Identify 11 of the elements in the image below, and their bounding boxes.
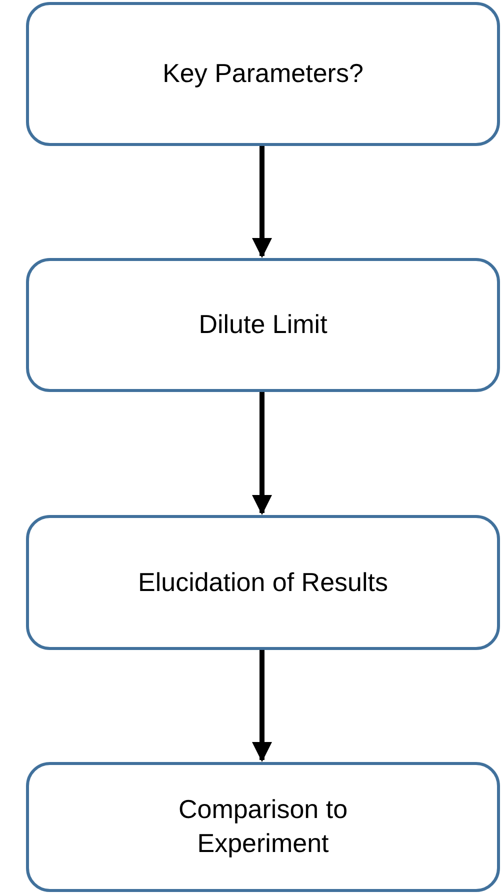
process-box xyxy=(26,258,500,392)
process-box xyxy=(26,515,500,650)
box-label: Dilute Limit xyxy=(198,308,328,342)
box-label: Comparison to Experiment xyxy=(177,793,349,860)
arrow xyxy=(252,146,272,258)
arrow xyxy=(252,392,272,515)
box-label: Elucidation of Results xyxy=(138,566,388,599)
process-box xyxy=(26,762,500,892)
process-box xyxy=(26,2,500,146)
box-label: Key Parameters? xyxy=(162,57,364,90)
arrow xyxy=(252,650,272,762)
